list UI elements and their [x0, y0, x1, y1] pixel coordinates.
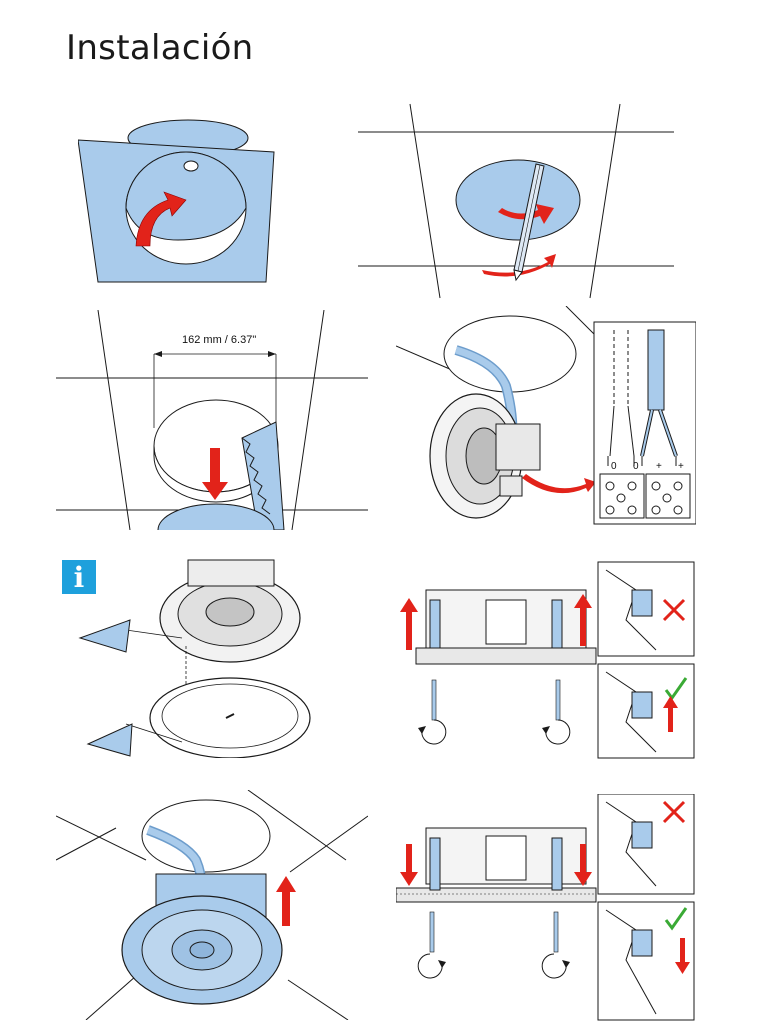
- step-wiring-panel: [396, 306, 696, 528]
- terminal-label-1: 0: [611, 461, 617, 472]
- terminal-label-3: +: [656, 461, 662, 472]
- screwdriver-icon: [418, 679, 447, 745]
- step-template-panel: [78, 110, 278, 290]
- step-cut-panel: [56, 310, 368, 530]
- saw-icon: [241, 421, 285, 530]
- info-icon: i: [62, 560, 96, 594]
- down-arrow-icon: [400, 844, 418, 886]
- check-icon: [664, 677, 688, 701]
- pencil-icon: [513, 163, 545, 282]
- step-clamp-down-panel: [396, 794, 696, 1024]
- up-arrow-icon: [400, 598, 418, 650]
- step-clamp-up-panel: [396, 560, 696, 760]
- cross-icon: [662, 598, 686, 622]
- dimension-label: 162 mm / 6.37": [182, 334, 257, 346]
- step-align-panel: [70, 548, 330, 758]
- terminal-label-2: 0: [633, 461, 639, 472]
- terminal-label-4: +: [678, 461, 684, 472]
- page-title: Instalación: [66, 28, 254, 68]
- step-insert-panel: [56, 790, 368, 1020]
- rotate-arrow-icon: [135, 191, 187, 247]
- step-trace-panel: [358, 100, 676, 300]
